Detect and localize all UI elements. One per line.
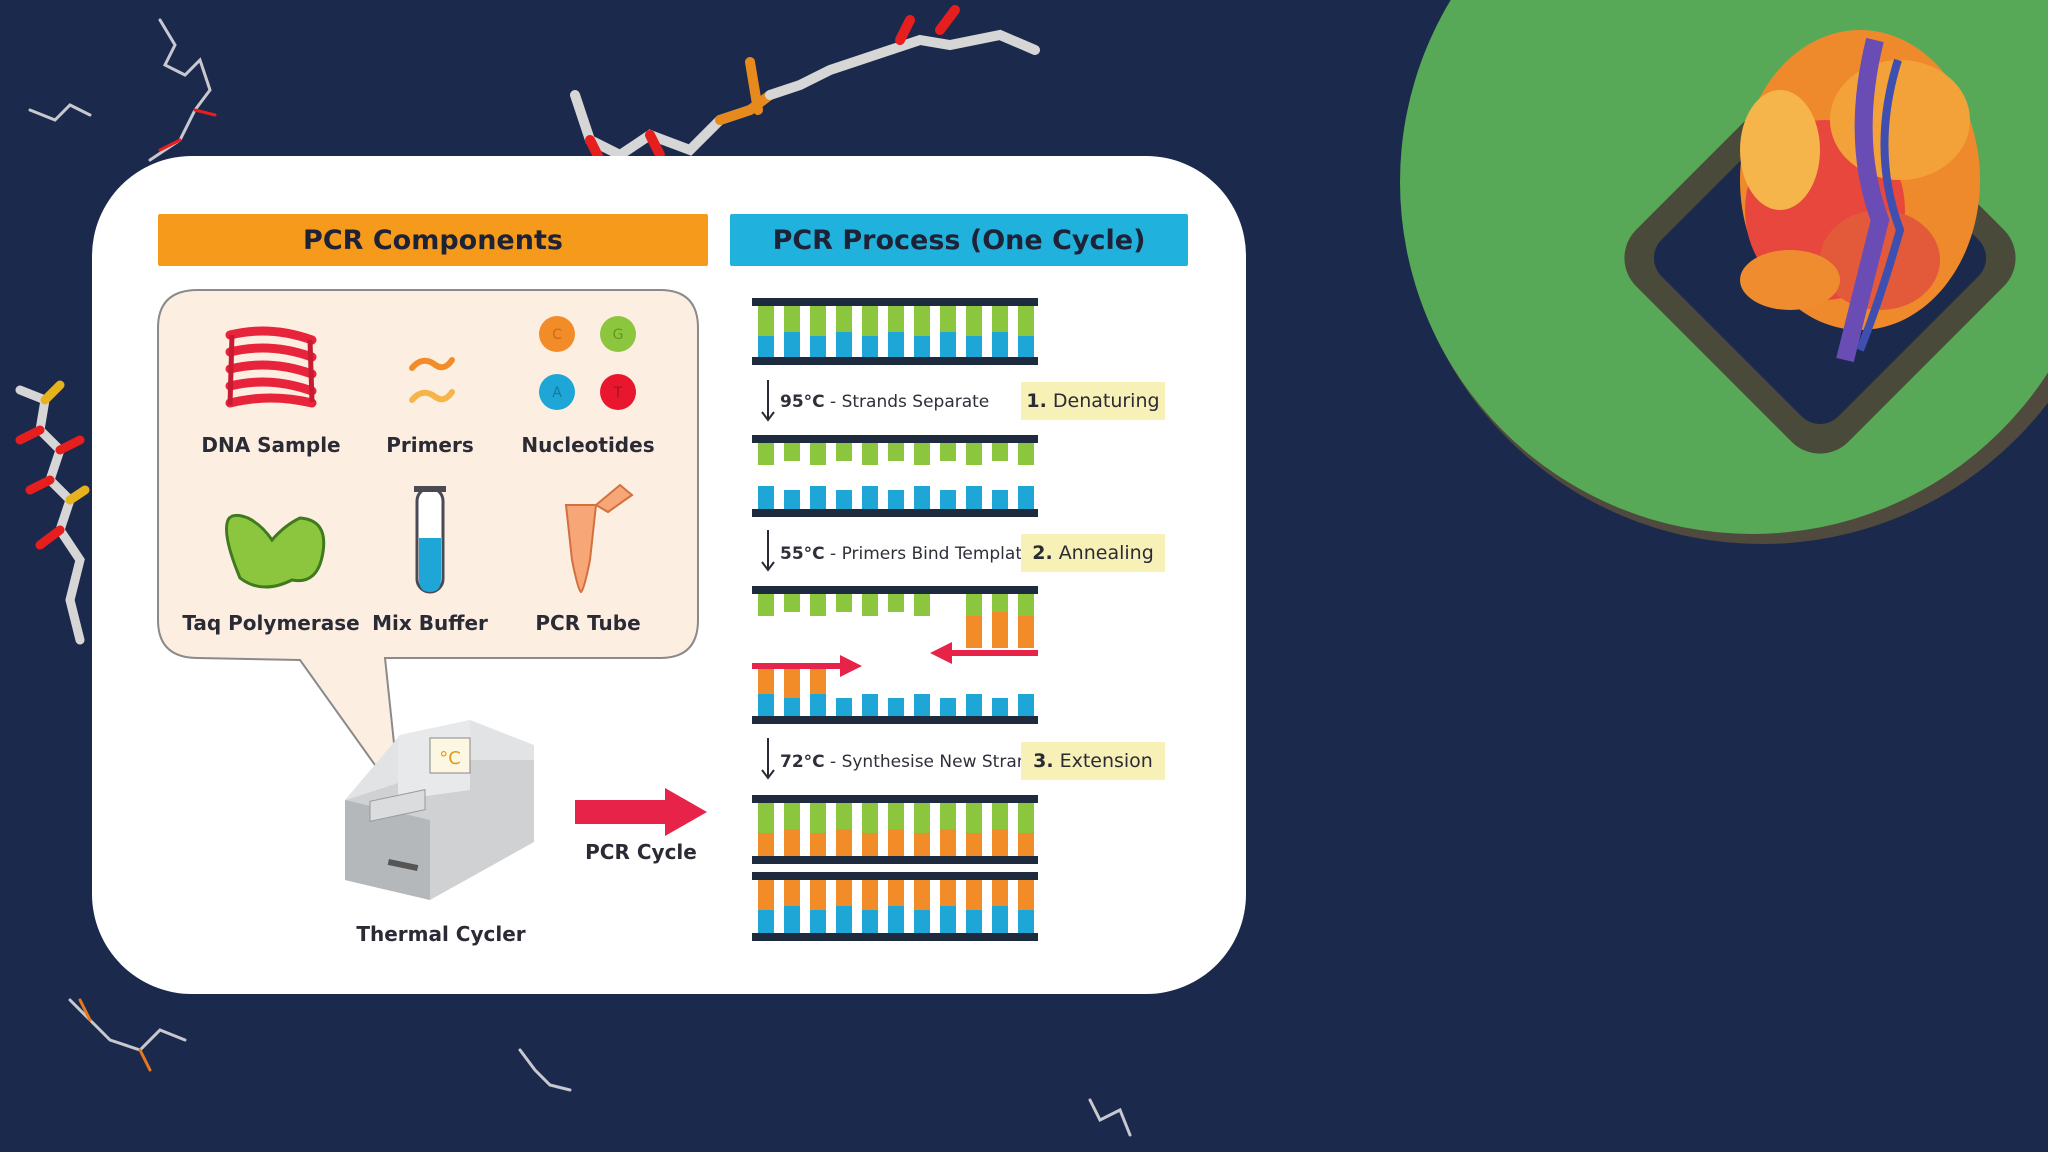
- nucleotides-label: Nucleotides: [521, 433, 655, 457]
- primers-icon: [409, 357, 455, 403]
- molecule-decoration-top: [570, 5, 1040, 165]
- extension-badge: 3.Extension: [1021, 742, 1165, 780]
- step-denaturing-text: 95°C - Strands Separate: [780, 392, 990, 412]
- molecule-decoration-left: [15, 380, 90, 645]
- molecule-decoration-small: [28, 18, 1132, 1137]
- nucleotide-c-label: C: [552, 327, 562, 343]
- pcr-tube-icon: [564, 483, 634, 594]
- step-annealing-text: 55°C - Primers Bind Template: [780, 544, 1033, 564]
- taq-polymerase-label: Taq Polymerase: [182, 611, 360, 635]
- taq-polymerase-icon: [225, 513, 326, 589]
- step-extension-text: 72°C - Synthesise New Strand: [780, 752, 1039, 772]
- mix-buffer-label: Mix Buffer: [372, 611, 488, 635]
- dna-annealed-primers: [752, 586, 1038, 724]
- dna-new-double-strand-1: [752, 795, 1038, 864]
- dna-double-strand-initial: [752, 298, 1038, 365]
- primers-label: Primers: [386, 433, 474, 457]
- nucleotides-icon: C G A T: [539, 316, 636, 410]
- pcr-process-header: PCR Process (One Cycle): [730, 214, 1188, 266]
- pcr-cycle-arrow: [575, 788, 707, 836]
- step-arrows: [761, 380, 775, 780]
- protein-structure-image: [1740, 30, 1980, 363]
- thermal-cycler-icon: °C: [345, 720, 534, 900]
- dna-sample-label: DNA Sample: [201, 433, 341, 457]
- annealing-badge: 2.Annealing: [1021, 534, 1165, 572]
- nucleotide-t-label: T: [613, 385, 623, 401]
- thermal-cycler-label: Thermal Cycler: [356, 922, 526, 946]
- pcr-components-header: PCR Components: [158, 214, 708, 266]
- dna-separated-strands: [752, 435, 1038, 517]
- nucleotide-g-label: G: [613, 327, 624, 343]
- dna-helix-icon: [225, 326, 317, 408]
- pcr-cycle-label: PCR Cycle: [585, 840, 697, 864]
- pcr-tube-label: PCR Tube: [535, 611, 641, 635]
- denaturing-badge: 1.Denaturing: [1021, 382, 1165, 420]
- cycler-display: °C: [439, 748, 461, 769]
- test-tube-icon: [414, 486, 446, 594]
- nucleotide-a-label: A: [552, 385, 562, 401]
- dna-new-double-strand-2: [752, 872, 1038, 941]
